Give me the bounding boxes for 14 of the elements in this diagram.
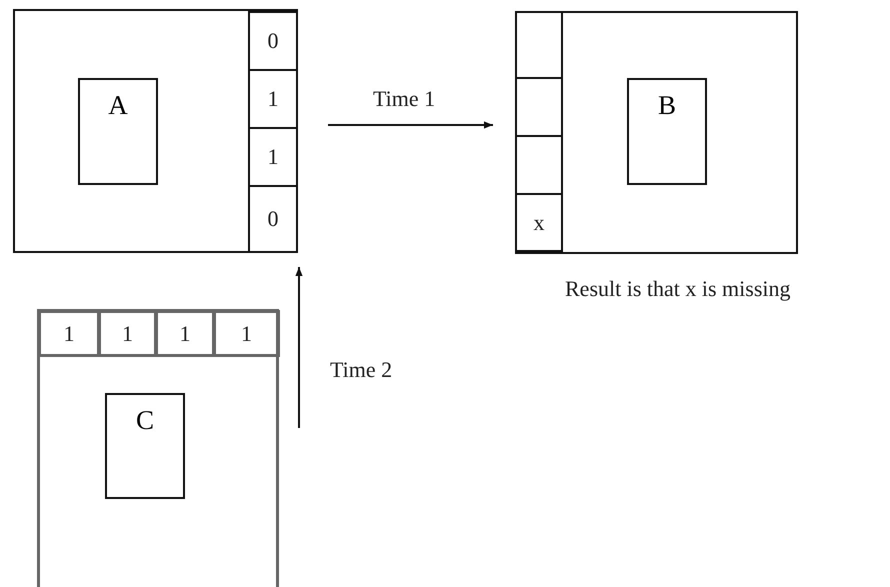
inner-box: B [627,78,707,185]
bit-cell: 1 [213,310,280,357]
block-box [37,309,279,587]
arrow [295,267,303,428]
inner-box: C [105,393,185,499]
block-box [13,9,298,253]
bit-cell: 1 [155,310,215,357]
inner-box: A [78,78,158,185]
arrow [328,121,493,129]
bit-cell: 1 [38,310,100,357]
bit-cell: x [515,193,563,254]
block-box [515,11,798,254]
bit-cell: 0 [248,9,298,71]
bit-cell: 1 [98,310,157,357]
